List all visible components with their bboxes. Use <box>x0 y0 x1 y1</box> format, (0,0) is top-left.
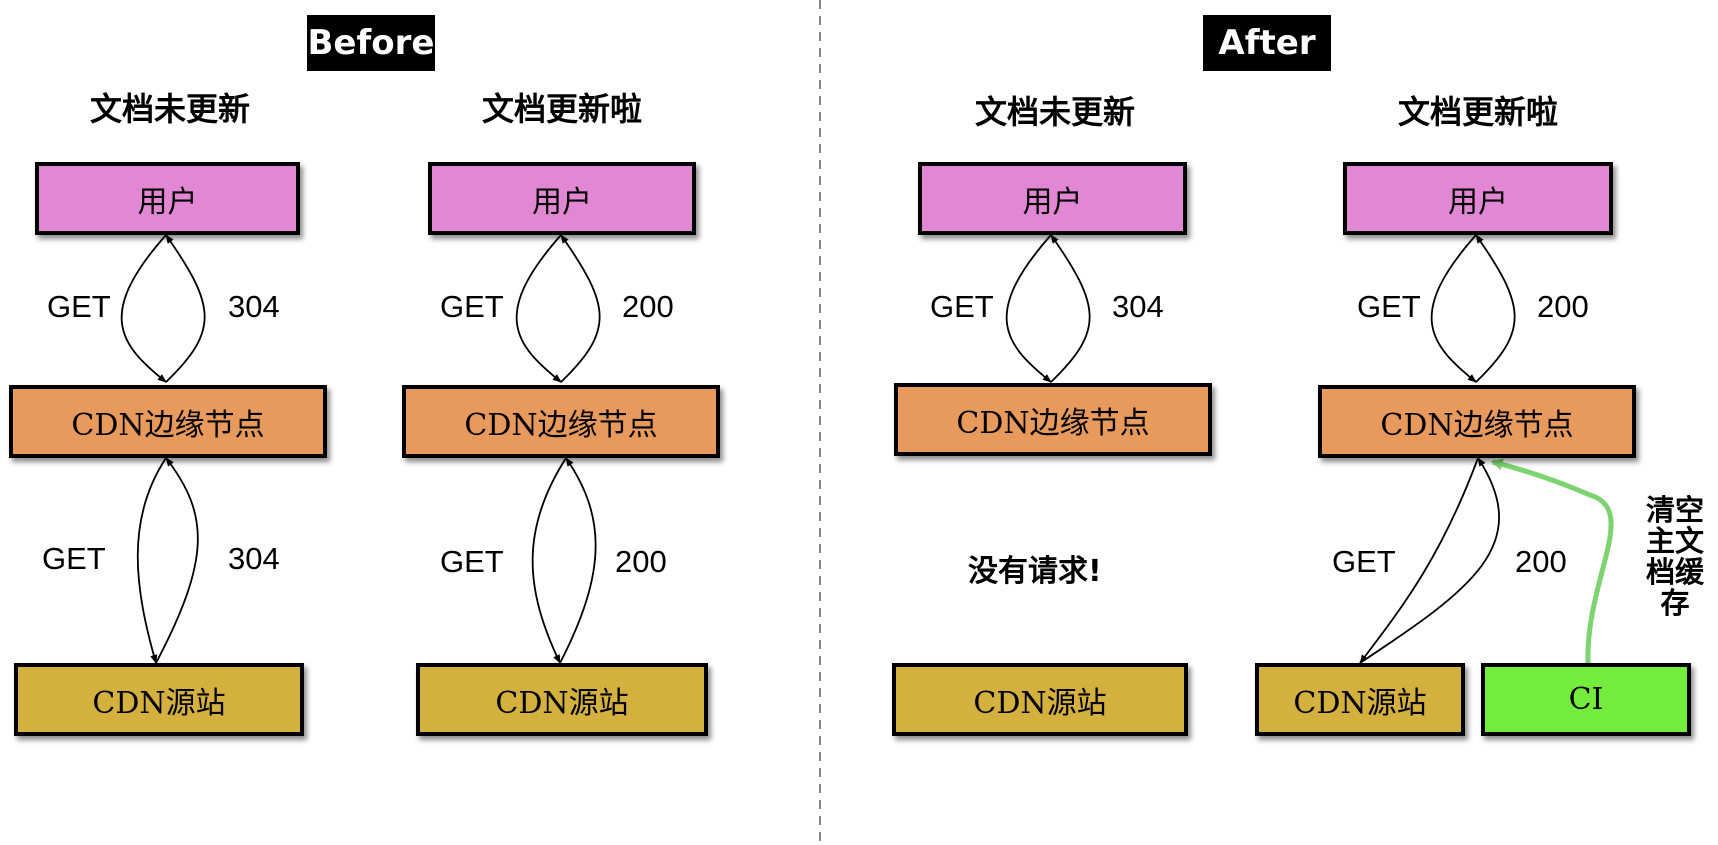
before-unchanged-get-arrow <box>120 234 167 383</box>
after-updated-200-origin-arrow <box>1359 457 1500 664</box>
after-updated-title: 文档更新啦 <box>1397 93 1558 131</box>
purge-cache-line: 清空 <box>1645 493 1704 527</box>
before-unchanged-get-label: GET <box>47 289 111 324</box>
after-unchanged-get-label: GET <box>930 289 994 324</box>
before-updated-200-origin-label: 200 <box>615 544 667 579</box>
before-updated-200-label: 200 <box>622 289 674 324</box>
before-unchanged-user-box: 用户 <box>35 162 300 235</box>
after-updated-200-label: 200 <box>1537 289 1589 324</box>
after-updated-origin-box: CDN源站 <box>1255 663 1465 736</box>
before-unchanged-304-origin-arrow <box>155 457 199 664</box>
after-updated-200-arrow <box>1475 234 1516 383</box>
after-tag: After <box>1203 15 1331 71</box>
after-updated-get-origin-arrow <box>1359 457 1479 664</box>
after-unchanged-user-box: 用户 <box>918 162 1187 235</box>
before-updated-edge-box: CDN边缘节点 <box>402 385 720 458</box>
purge-cache-line: 档缓 <box>1645 555 1704 589</box>
before-unchanged-304-label: 304 <box>228 289 280 324</box>
after-unchanged-origin-box: CDN源站 <box>892 663 1188 736</box>
before-unchanged-304-arrow <box>165 234 206 383</box>
after-unchanged-304-label: 304 <box>1112 289 1164 324</box>
before-unchanged-304-origin-label: 304 <box>228 541 280 576</box>
after-updated-get-label: GET <box>1357 289 1421 324</box>
after-updated-get-origin-label: GET <box>1332 544 1396 579</box>
ci-purge-arrow <box>1490 458 1614 665</box>
ci-box: CI <box>1481 663 1691 736</box>
after-no-request-label: 没有请求! <box>968 554 1102 589</box>
before-updated-200-origin-arrow <box>559 457 597 664</box>
after-updated-edge-box: CDN边缘节点 <box>1318 385 1636 458</box>
before-updated-get-arrow <box>515 234 562 383</box>
before-unchanged-get-origin-arrow <box>136 457 167 664</box>
after-unchanged-edge-box: CDN边缘节点 <box>894 383 1212 456</box>
before-updated-get-label: GET <box>440 289 504 324</box>
purge-cache-line: 主文 <box>1645 524 1704 558</box>
purge-cache-line: 存 <box>1660 586 1690 620</box>
before-updated-200-arrow <box>560 234 601 383</box>
before-unchanged-get-origin-label: GET <box>42 541 106 576</box>
before-tag: Before <box>307 15 435 71</box>
after-unchanged-get-arrow <box>1005 234 1052 383</box>
before-unchanged-edge-box: CDN边缘节点 <box>9 385 327 458</box>
before-updated-origin-box: CDN源站 <box>416 663 708 736</box>
purge-cache-label: 清空 主文 档缓 存 <box>1643 495 1707 619</box>
before-updated-get-origin-arrow <box>531 457 567 664</box>
after-updated-get-arrow <box>1430 234 1477 383</box>
before-updated-title: 文档更新啦 <box>481 90 642 128</box>
before-updated-get-origin-label: GET <box>440 544 504 579</box>
before-unchanged-title: 文档未更新 <box>89 90 250 128</box>
before-updated-user-box: 用户 <box>428 162 696 235</box>
after-unchanged-304-arrow <box>1050 234 1091 383</box>
after-unchanged-title: 文档未更新 <box>974 93 1135 131</box>
after-updated-user-box: 用户 <box>1343 162 1613 235</box>
before-unchanged-origin-box: CDN源站 <box>14 663 304 736</box>
after-updated-200-origin-label: 200 <box>1515 544 1567 579</box>
